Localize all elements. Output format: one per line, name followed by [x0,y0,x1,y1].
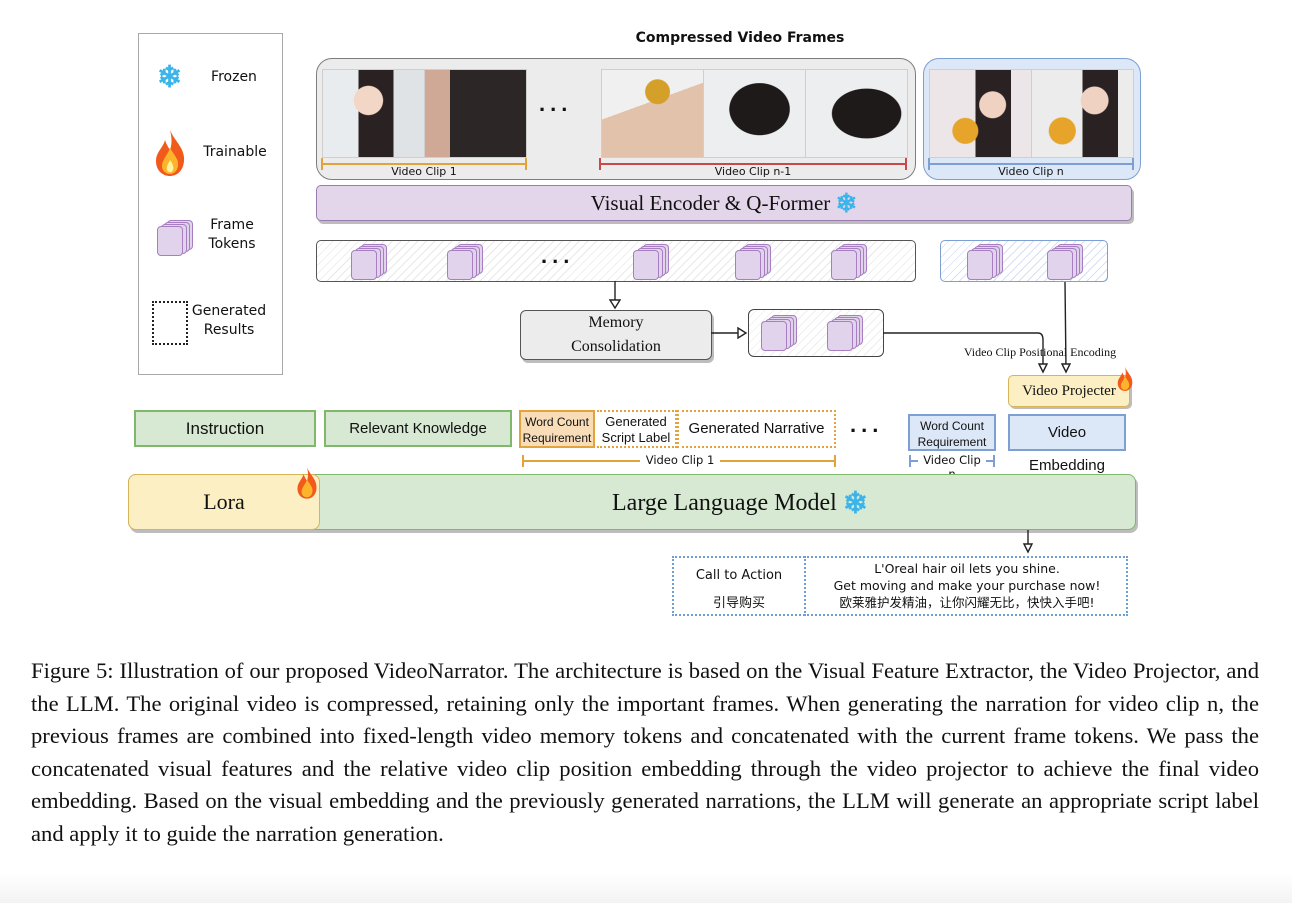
visual-encoder-label: Visual Encoder & Q-Former [590,191,831,215]
frame-token [447,244,483,280]
snowflake-icon: ❄ [835,189,858,218]
current-frame-tokens-bar [940,240,1108,282]
legend-frozen: ❄ Frozen [139,52,282,102]
compressed-frames-group: Video Clip 1 ... Video Clip n-1 [316,58,916,180]
legend-generated-results: Generated Results [139,298,282,348]
wcr-line2: Requirement [917,435,987,449]
word-count-requirement-clipn: Word Count Requirement [908,414,996,451]
frame-thumbnail [601,69,704,158]
call-to-action-label: Call to Action 引导购买 [674,562,804,618]
legend-frame-label: Frame [210,217,254,233]
stacked-cards-icon [157,220,193,256]
clip-1-span-label: Video Clip 1 [640,453,720,467]
cta-zh: 引导购买 [712,596,765,611]
memory-tokens-bar [748,309,884,357]
legend-generated-label: Generated [191,303,267,319]
gsl-line1: Generated [605,414,667,429]
gsl-line2: Script Label [601,430,671,445]
instruction-block: Instruction [134,410,316,447]
flame-icon [297,467,317,499]
generated-narration-text: L'Oreal hair oil lets you shine. Get mov… [806,560,1128,611]
generated-result-box [672,556,1128,616]
dotted-box-icon [152,301,188,345]
result-divider [804,556,806,616]
frame-token [831,244,867,280]
current-clip-frames-group: Video Clip n [923,58,1141,180]
frames-title: Compressed Video Frames [635,30,845,46]
narration-line: L'Oreal hair oil lets you shine. [874,561,1060,576]
page-bottom-edge [0,873,1292,903]
clip-1-label: Video Clip 1 [391,165,457,178]
clip-n-minus-1-bracket [599,158,907,170]
legend-frozen-label: Frozen [211,69,257,85]
legend-frame-tokens: Frame Tokens [139,212,282,262]
snowflake-icon: ❄ [157,61,183,94]
memory-token [761,315,797,351]
legend-results-label: Results [203,322,255,338]
frame-token [633,244,669,280]
video-projecter-block: Video Projecter [1008,375,1130,407]
relevant-knowledge-block: Relevant Knowledge [324,410,512,447]
llm-title: Large Language Model ❄ [560,486,920,521]
ellipsis: ... [539,91,573,116]
word-count-requirement-clip1: Word Count Requirement [519,410,595,448]
frame-token [1047,244,1083,280]
memory-label-line2: Consolidation [571,338,661,355]
memory-consolidation-block: Memory Consolidation [520,310,712,360]
frame-thumbnail [1031,69,1134,158]
frame-token [735,244,771,280]
flame-icon [156,130,185,176]
positional-encoding-label: Video Clip Positional Encoding [963,345,1117,359]
visual-encoder-block: Visual Encoder & Q-Former ❄ [316,185,1132,221]
frame-token [351,244,387,280]
frame-thumbnail [703,69,806,158]
wcr-line2: Requirement [522,431,592,445]
clip-n-minus-1-label: Video Clip n-1 [714,165,792,178]
caption-text: Figure 5: Illustration of our proposed V… [31,658,1259,846]
ellipsis: ... [850,412,884,437]
narration-line: Get moving and make your purchase now! [833,578,1101,593]
frame-thumbnail [322,69,425,158]
video-embedding-block: Video Embedding [1008,414,1126,474]
ellipsis: ... [541,243,575,268]
lora-block: Lora [128,474,320,530]
wcr-line1: Word Count [920,419,984,433]
flame-icon [1117,367,1133,391]
legend: ❄ Frozen Trainable Frame Tokens Generate… [138,33,283,375]
llm-label: Large Language Model [612,490,837,516]
frame-thumbnail [424,69,527,158]
clip-n-bracket [928,158,1134,170]
frame-thumbnail [929,69,1032,158]
frame-thumbnail [805,69,908,158]
memory-label-line1: Memory [588,314,644,331]
narration-line: 欧莱雅护发精油，让你闪耀无比，快快入手吧! [839,595,1095,610]
wcr-line1: Word Count [525,415,589,429]
cta-en: Call to Action [695,568,783,583]
frame-tokens-bar: ... [316,240,916,282]
clip-1-bracket [321,158,527,170]
legend-trainable: Trainable [139,126,282,176]
snowflake-icon: ❄ [842,487,868,520]
legend-tokens-label: Tokens [208,236,256,252]
figure-caption: Figure 5: Illustration of our proposed V… [31,655,1259,851]
generated-narrative-block: Generated Narrative [677,410,836,448]
memory-token [827,315,863,351]
generated-script-label-block: Generated Script Label [597,410,677,448]
frame-token [967,244,1003,280]
clip-n-label: Video Clip n [998,165,1064,178]
legend-trainable-label: Trainable [203,144,267,160]
